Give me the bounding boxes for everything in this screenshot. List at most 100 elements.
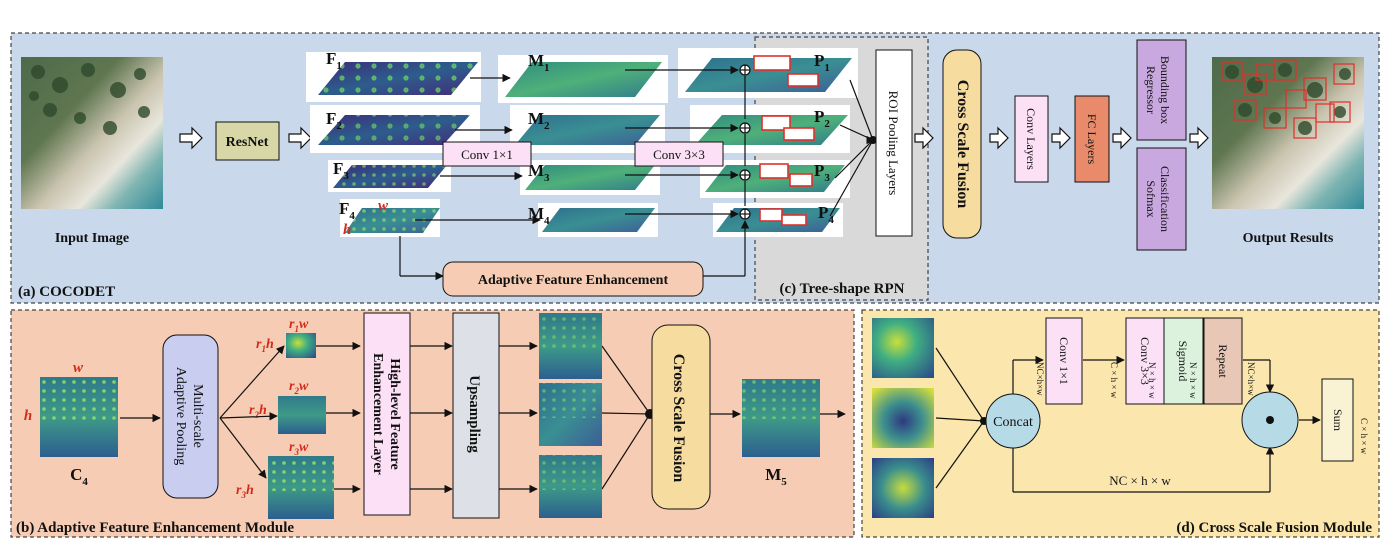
m-sub: 4	[544, 215, 550, 227]
cls-line2: Sofmax	[1144, 180, 1158, 217]
svg-text:P4: P4	[818, 203, 834, 226]
resnet-label: ResNet	[226, 135, 269, 150]
pool-branch-arrows	[219, 341, 846, 494]
m-label: M	[528, 51, 544, 70]
input-caption: Input Image	[55, 231, 129, 246]
svg-text:P3: P3	[814, 161, 830, 184]
pool-line2: Adaptive Pooling	[173, 367, 188, 465]
c4-label: C4	[70, 465, 88, 488]
dim-n2: N × h × w	[1188, 362, 1198, 399]
upsampled-map-3-dots	[539, 455, 602, 490]
input-map-3	[872, 458, 934, 518]
csf-box-b	[651, 324, 711, 510]
h-label: h	[343, 222, 351, 238]
r1w-sub: 1	[294, 324, 299, 334]
svg-text:r1h: r1h	[256, 337, 274, 354]
conv1x1-box	[442, 141, 532, 167]
scale-labels: r1w r1h r2w r2h r3w r3h	[236, 317, 309, 500]
input-image	[21, 57, 163, 209]
dim-out: C × h × w	[1359, 418, 1369, 455]
pooled-map-medium	[278, 396, 326, 434]
dim-n1: N × h × w	[1147, 362, 1157, 399]
c4-map-dots	[40, 377, 118, 422]
feature-labels: F1 F2 F3 F4 M1 M2 M3 M4 P1 P2 P3 P4	[326, 49, 834, 227]
svg-text:P2: P2	[814, 107, 830, 130]
hfel-line2: Enhancement Layer	[370, 353, 385, 475]
p-sub: 4	[828, 214, 834, 226]
m-sub: 3	[544, 172, 550, 184]
roi-junction	[869, 136, 877, 144]
svg-text:F2: F2	[326, 109, 342, 132]
r2h-let: h	[259, 403, 267, 418]
p-label: P	[814, 107, 824, 126]
panel-d-background	[861, 309, 1380, 538]
svg-text:M2: M2	[528, 109, 550, 132]
r1h-r: r	[256, 337, 262, 352]
input-map-2	[872, 388, 934, 448]
svg-text:r3w: r3w	[289, 440, 309, 457]
p-sub: 3	[824, 172, 830, 184]
pool-line1: Multi-scale	[190, 384, 205, 448]
fc-layers-label: FC Layers	[1085, 114, 1099, 165]
hollow-arrow-icon	[914, 126, 934, 150]
resnet-box	[215, 121, 280, 161]
f-sub: 4	[349, 210, 355, 222]
dim-nc2: NC×h×w	[1246, 362, 1256, 396]
p-sub: 2	[824, 118, 830, 130]
f-sub: 2	[336, 120, 342, 132]
dim-c: C × h × w	[1109, 362, 1119, 399]
anchor-boxes	[753, 55, 819, 226]
m5-map-dots	[742, 379, 820, 419]
svg-text:M1: M1	[528, 51, 550, 74]
output-image	[1212, 57, 1364, 209]
r3w-sub: 3	[293, 447, 299, 457]
m5-sub: 5	[781, 476, 787, 488]
p-label: P	[818, 203, 828, 222]
r3w-r: r	[289, 440, 295, 455]
roi-box	[875, 49, 913, 237]
r1h-let: h	[266, 337, 274, 352]
f-label: F	[326, 109, 336, 128]
upsampling-label: Upsampling	[466, 375, 482, 453]
concat-node	[985, 393, 1041, 449]
svg-text:r2w: r2w	[289, 379, 309, 396]
svg-text:r1w: r1w	[289, 317, 309, 334]
csf-label: Cross Scale Fusion	[954, 80, 971, 209]
f-sub: 1	[336, 60, 342, 72]
pooled-map-small	[286, 333, 316, 358]
r3h-sub: 3	[240, 490, 246, 500]
r2w-r: r	[289, 379, 295, 394]
pool-label: Multi-scaleAdaptive Pooling	[173, 367, 205, 465]
c4-h: h	[24, 408, 32, 424]
d-conv3-label: Conv 3×3	[1138, 337, 1152, 385]
p-sub: 1	[824, 62, 830, 74]
svg-text:F3: F3	[333, 159, 349, 182]
r1w-r: r	[289, 317, 295, 332]
p-label: P	[814, 51, 824, 70]
csf-label-b: Cross Scale Fusion	[670, 354, 687, 483]
bbox-line2: Regressor	[1144, 66, 1158, 114]
hfel-box	[363, 312, 411, 516]
svg-text:F1: F1	[326, 49, 342, 72]
r2h-r: r	[249, 403, 255, 418]
classification-box	[1136, 147, 1187, 251]
svg-text:M3: M3	[528, 161, 550, 184]
r2w-sub: 2	[293, 386, 299, 396]
m5-main: M	[765, 465, 781, 484]
roi-label: ROI Pooling Layers	[886, 91, 901, 196]
r2w-let: w	[299, 379, 309, 394]
dim-labels: NC×h×w C × h × w N × h × w N × h × w NC×…	[1035, 362, 1369, 455]
conv3x3-box	[634, 141, 724, 167]
concat-label: Concat	[993, 415, 1033, 430]
bbox-line1: Bounding box	[1158, 56, 1172, 124]
sum-label: Sum	[1331, 409, 1345, 432]
hollow-arrow-icon	[179, 126, 203, 150]
conv1x1-label: Conv 1×1	[461, 147, 513, 162]
svg-text:r2h: r2h	[249, 403, 267, 420]
cls-line1: Classification	[1158, 166, 1172, 232]
hollow-arrow-icon	[1051, 126, 1071, 150]
d-conv3-box	[1125, 317, 1165, 405]
m-sub: 1	[544, 62, 550, 74]
feature-stack-f	[306, 52, 481, 237]
svg-text:P1: P1	[814, 51, 830, 74]
